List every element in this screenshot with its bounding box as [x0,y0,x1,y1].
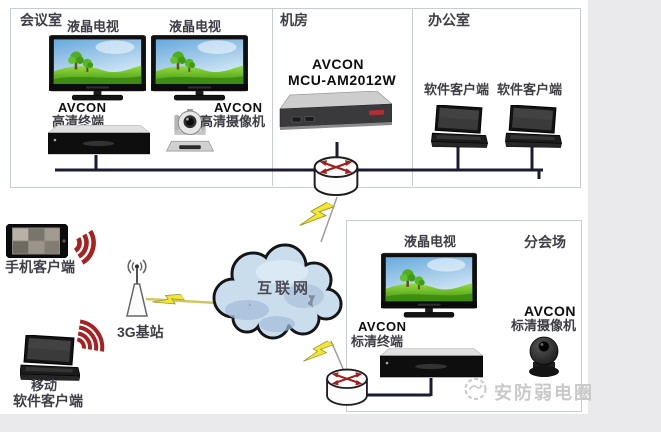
hd-camera-label: 高清摄像机 [200,114,266,129]
sd-camera-label: 标清摄像机 [511,318,577,333]
lcd-tv-icon [151,35,248,102]
hd-terminal-brand: AVCON [58,100,107,115]
laptop-icon [505,105,562,149]
right-background-strip [588,0,661,432]
top-rooms-box [10,8,581,188]
software-client2-label: 软件客户端 [497,82,563,97]
3g-base-station-icon [122,256,152,320]
mobile-client-label-top: 移动 [31,378,58,393]
hd-camera-brand: AVCON [214,100,263,115]
watermark-logo-icon [462,377,489,401]
branch-tv-label: 液晶电视 [404,234,457,249]
sd-terminal-label: 标清终端 [351,334,404,349]
base-station-label: 3G基站 [117,324,164,340]
conference-room-label: 会议室 [20,12,62,28]
sd-terminal-icon [380,348,483,379]
laptop-icon [431,105,488,149]
mcu-server-icon [274,91,392,144]
watermark-text: 安防弱电圈 [494,383,594,403]
router-icon [324,366,370,410]
phone-client-label: 手机客户端 [5,259,75,275]
server-room-label: 机房 [280,12,308,28]
software-client1-label: 软件客户端 [424,82,490,97]
sd-terminal-brand: AVCON [358,319,407,334]
divider-conference-serverroom [272,8,273,186]
mcu-brand: AVCON [312,56,365,72]
smartphone-icon [6,224,68,258]
tv2-label: 液晶电视 [169,19,222,34]
laptop-icon [20,335,80,382]
hd-terminal-label: 高清终端 [52,114,105,129]
branch-venue-box [346,220,582,412]
mcu-model: MCU-AM2012W [288,72,397,88]
branch-venue-label: 分会场 [524,234,566,250]
internet-label: 互联网 [257,280,312,297]
lcd-tv-icon [49,35,146,102]
tv1-label: 液晶电视 [67,19,120,34]
sd-camera-brand: AVCON [524,303,577,319]
divider-serverroom-office [412,8,413,186]
sd-dome-camera-icon [525,335,563,378]
lcd-tv-icon [381,250,477,322]
router-icon [311,154,361,200]
bottom-background-strip [0,414,661,432]
mobile-client-label-bottom: 软件客户端 [13,393,83,409]
hd-terminal-icon [48,125,150,156]
office-label: 办公室 [428,12,470,28]
